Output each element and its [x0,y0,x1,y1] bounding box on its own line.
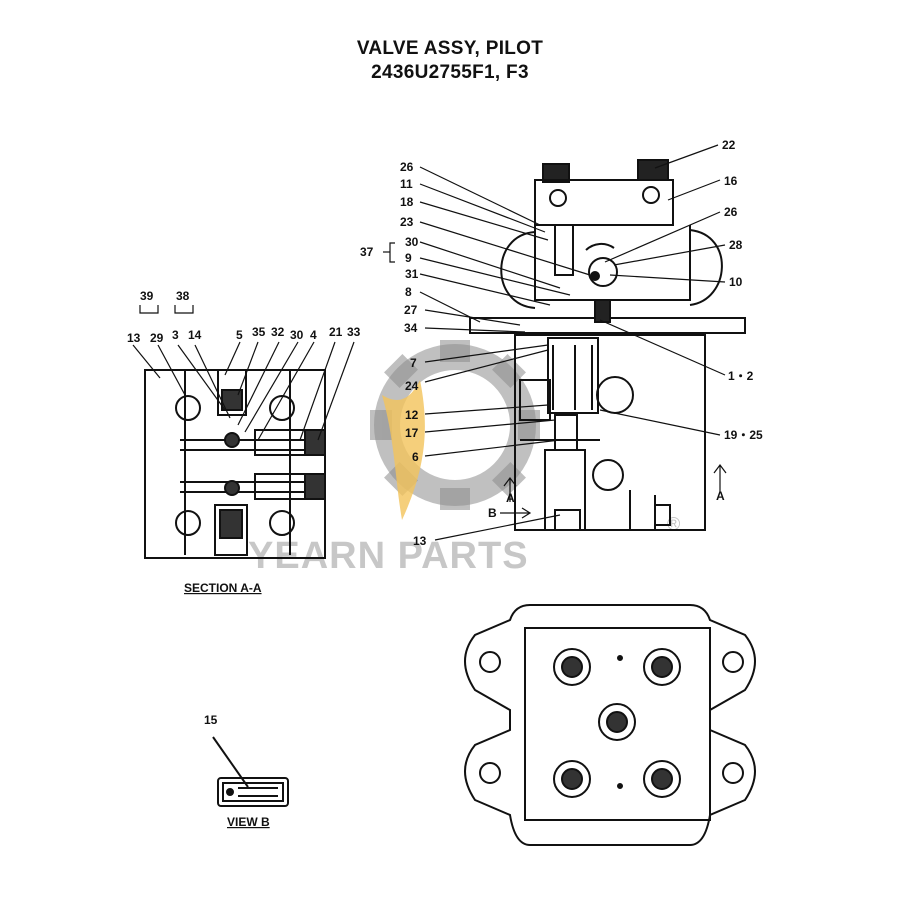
section-callout-labels: 39 38 13 29 3 14 5 35 32 30 4 21 33 15 [127,289,361,727]
callout-29: 29 [150,331,164,345]
label-a-top: A [506,491,515,505]
callout-14: 14 [188,328,202,342]
callout-35: 35 [252,325,266,339]
callout-18: 18 [400,195,414,209]
callout-24: 24 [405,379,419,393]
callout-labels: 22 16 26 11 18 23 26 37 30 9 28 10 31 8 … [360,138,763,548]
callout-15: 15 [204,713,218,727]
callout-11: 11 [400,177,413,191]
section-a-a-drawing [144,369,326,559]
callout-37: 37 [360,245,374,259]
callout-31: 31 [405,267,419,281]
label-a-right: A [716,489,725,503]
callout-26-right: 26 [724,205,738,219]
callout-34: 34 [404,321,418,335]
callout-28: 28 [729,238,743,252]
callout-1-2: 1・2 [728,369,754,383]
callout-16: 16 [724,174,738,188]
bottom-view-drawing [464,604,756,846]
callout-8: 8 [405,285,412,299]
label-b: B [488,506,497,520]
callout-23: 23 [400,215,414,229]
callout-3: 3 [172,328,179,342]
leader-lines [383,144,727,541]
callout-30-section: 30 [290,328,304,342]
title-line-1: VALVE ASSY, PILOT [356,38,544,59]
callout-5: 5 [236,328,243,342]
callout-21: 21 [329,325,343,339]
callout-13-main: 13 [413,534,427,548]
callout-39: 39 [140,289,154,303]
callout-27: 27 [404,303,418,317]
callout-33: 33 [347,325,361,339]
callout-30: 30 [405,235,419,249]
callout-19-25: 19・25 [724,428,763,442]
watermark-text: YEARN PARTS [248,535,529,577]
callout-10: 10 [729,275,743,289]
callout-17: 17 [405,426,419,440]
callout-38: 38 [176,289,190,303]
callout-13-section: 13 [127,331,141,345]
watermark-logo: YEARN PARTS ® [248,340,680,577]
view-b-nameplate [212,736,289,807]
main-valve-drawing [469,159,746,531]
callout-4: 4 [310,328,317,342]
callout-7: 7 [410,356,417,370]
watermark-flame-icon [382,380,425,520]
callout-26: 26 [400,160,414,174]
title-line-2: 2436U2755F1, F3 [371,62,529,83]
caption-section-a-a: SECTION A-A [184,581,262,595]
callout-32: 32 [271,325,285,339]
callout-22: 22 [722,138,736,152]
callout-6: 6 [412,450,419,464]
caption-view-b: VIEW B [227,815,270,829]
callout-12: 12 [405,408,419,422]
callout-9: 9 [405,251,412,265]
section-leader-lines [132,305,355,441]
